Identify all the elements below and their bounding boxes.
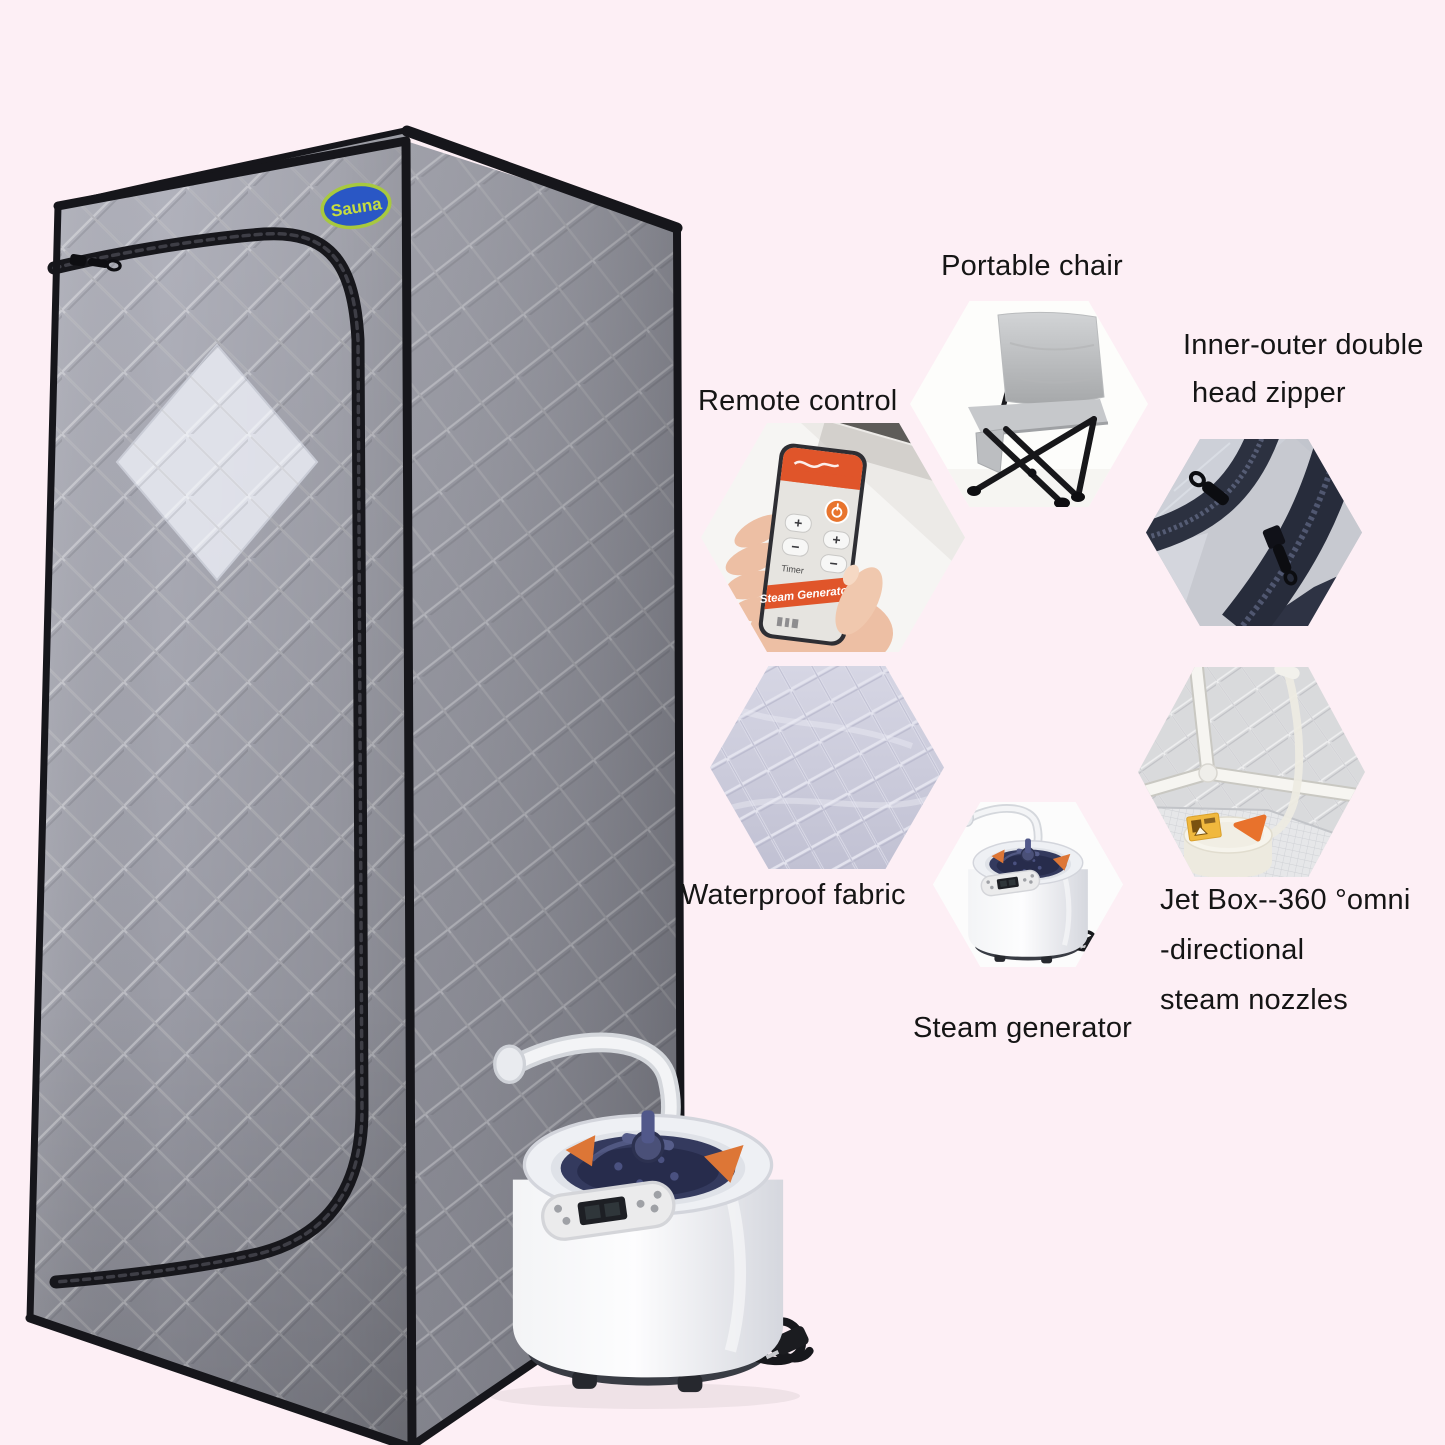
feature-label-waterproof: Waterproof fabric [681,879,906,911]
feature-label-portable-chair: Portable chair [941,250,1123,282]
heat-plus: + [832,531,842,548]
feature-label-jetbox-line2: -directional [1160,934,1305,966]
heat-minus: − [829,555,839,572]
sauna-badge: Sauna [320,182,392,230]
feature-tile-jet-box [1138,667,1365,877]
steam-hose [1267,672,1304,839]
warning-label [1186,812,1222,842]
power-button-icon [824,498,850,524]
jet-box-device [1183,812,1273,877]
generator-shadow [490,1383,800,1409]
feature-label-jetbox-line1: Jet Box--360 °omni [1160,884,1411,916]
zipper-pull-bottom-icon [1262,525,1298,586]
feature-label-steam-generator: Steam generator [913,1012,1133,1044]
feature-label-zipper-line1: Inner-outer double [1183,329,1424,361]
hand-thumb [835,564,883,635]
tent-door-zipper [47,227,369,1289]
chair-backrest [997,311,1105,405]
tent-trim [25,125,685,1445]
jet-box-graphic [1138,667,1365,877]
remote-buttons: + − + − [781,513,851,574]
frame-poles [1138,667,1365,805]
feature-label-remote-control: Remote control [698,385,898,417]
tent-window [115,343,319,582]
timer-minus: − [790,538,800,555]
remote-body: + − + − Timer Heating Steam Generator [758,443,867,646]
timer-plus: + [793,514,803,531]
timer-label: Timer [781,563,805,576]
remote-orange-band [764,577,850,610]
zipper-pull-top-icon [1188,471,1230,506]
chair-legs [971,416,1097,506]
zipper-pull-icon [69,253,122,272]
feature-label-jetbox-line3: steam nozzles [1160,984,1348,1016]
orange-triangle-sticker [1233,814,1267,842]
feature-label-zipper-line2: head zipper [1192,377,1346,409]
